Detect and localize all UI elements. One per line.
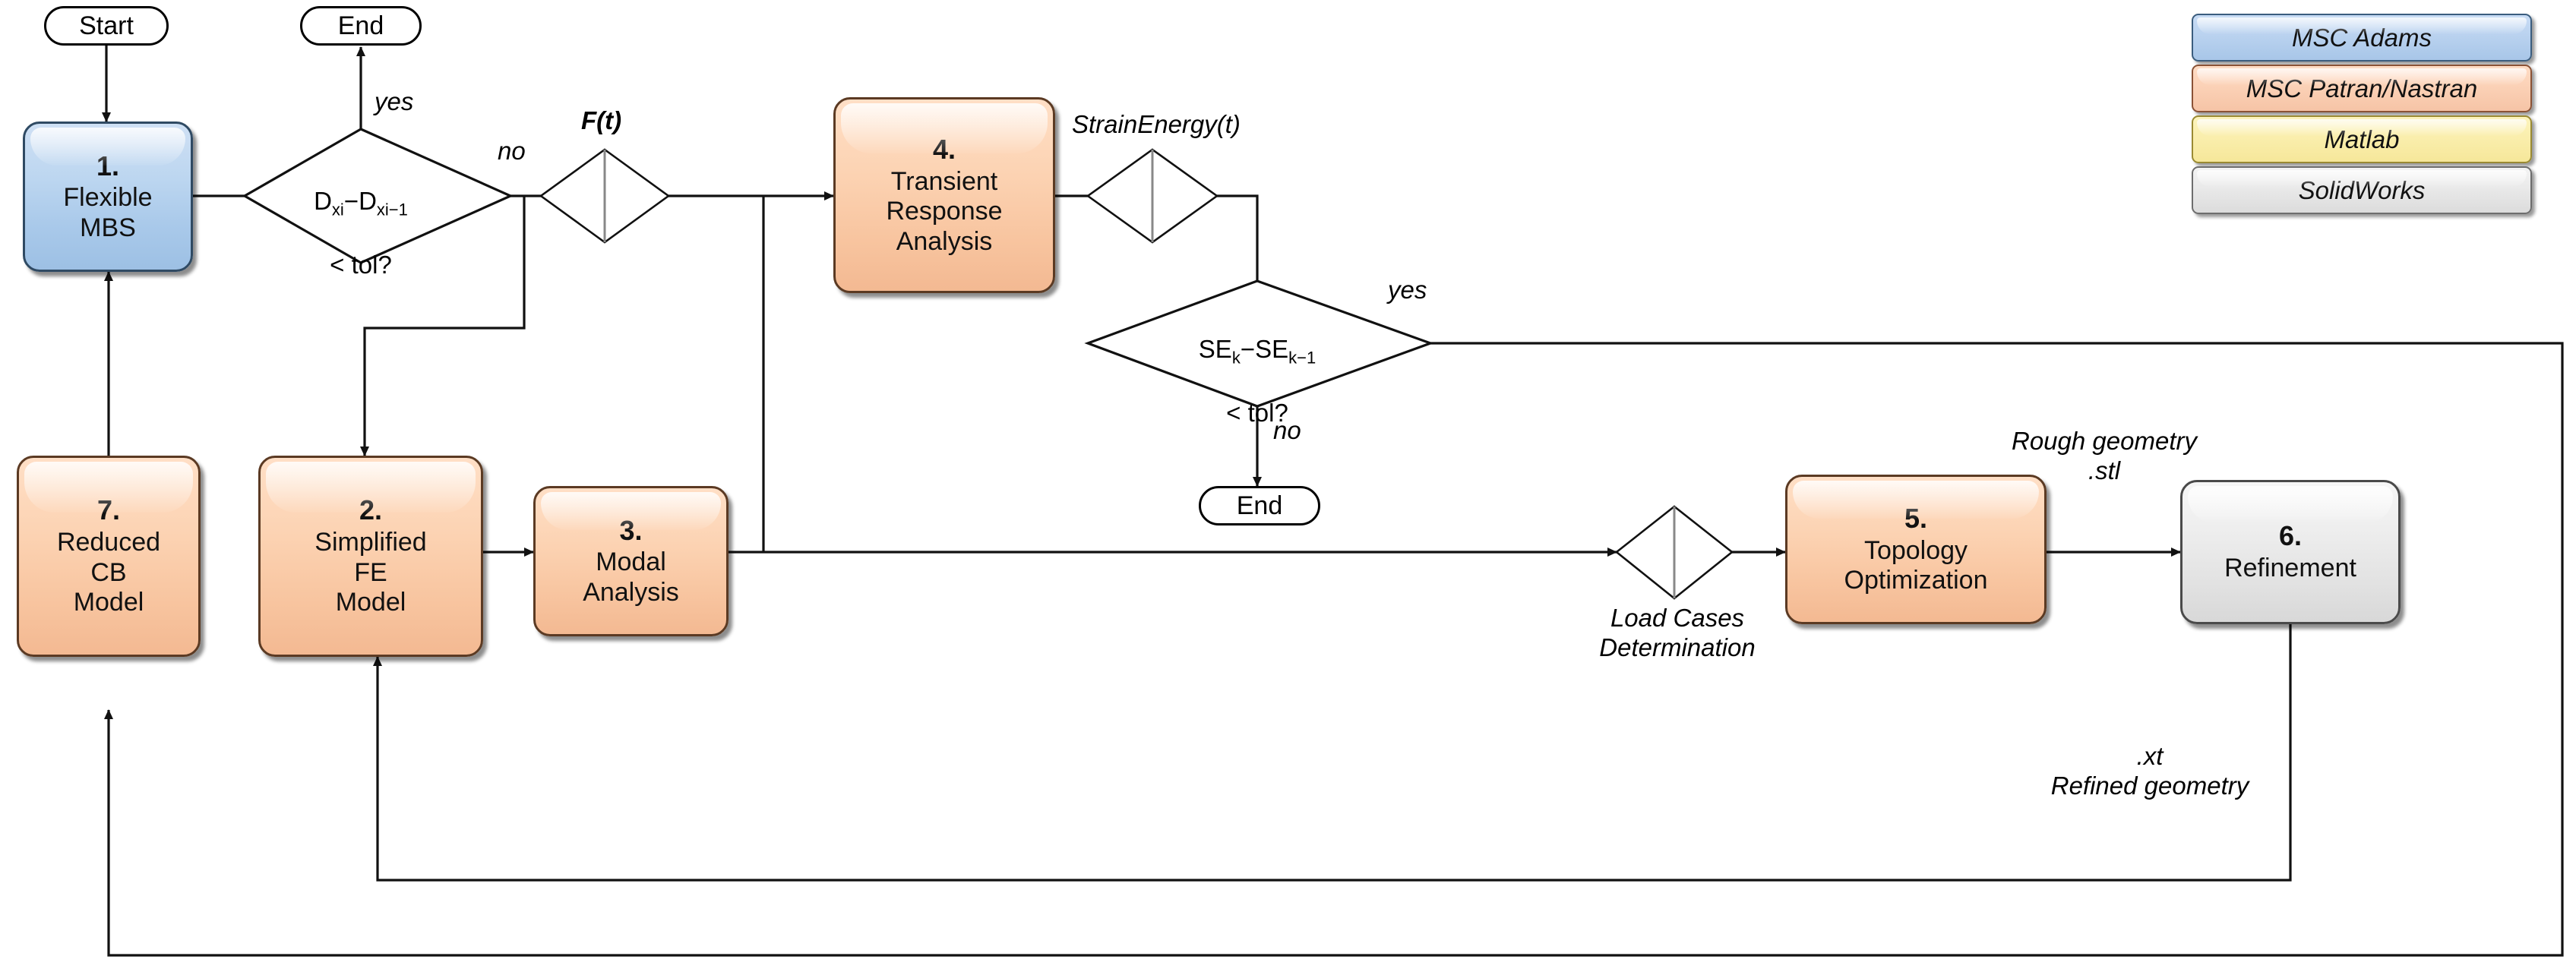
process-node-3-modal-analysis[interactable]: 3. Modal Analysis	[533, 486, 729, 636]
legend-item-msc-patran-nastran[interactable]: MSC Patran/Nastran	[2192, 65, 2532, 112]
legend-item-solidworks[interactable]: SolidWorks	[2192, 166, 2532, 214]
legend-item-msc-adams[interactable]: MSC Adams	[2192, 14, 2532, 62]
node-4-title: Transient Response Analysis	[886, 166, 1003, 256]
decision-2-line-1: SEk−SEk−1	[1198, 334, 1316, 368]
decision-2-text: SEk−SEk−1 < tol?	[1170, 304, 1345, 458]
terminator-end-top-label: End	[337, 11, 384, 40]
node-6-title: Refinement	[2224, 554, 2356, 583]
node-1-number: 1.	[96, 150, 120, 181]
decision-diamond-displacement	[242, 128, 514, 264]
edge-d1-no-to-2	[360, 196, 526, 456]
edge-label-no-displacement: no	[498, 137, 526, 165]
node-4-number: 4.	[932, 133, 956, 165]
edge-label-yes-displacement: yes	[375, 87, 414, 115]
edge-label-yes-strain-energy: yes	[1388, 276, 1427, 304]
process-node-6-refinement[interactable]: 6. Refinement	[2180, 480, 2401, 624]
node-7-title: Reduced CB Model	[56, 528, 161, 617]
node-2-number: 2.	[359, 494, 383, 526]
decision-1-text: Dxi−Dxi−1 < tol?	[273, 156, 448, 310]
edge-label-rough-geometry: Rough geometry .stl	[2012, 427, 2197, 484]
software-legend: MSC Adams MSC Patran/Nastran Matlab Soli…	[2192, 14, 2532, 217]
process-node-2-simplified-fe-model[interactable]: 2. Simplified FE Model	[258, 456, 483, 657]
node-3-title: Modal Analysis	[583, 548, 679, 607]
decision-diamond-strain-energy	[1084, 279, 1434, 408]
edge-strain-to-d2	[1217, 194, 1259, 281]
process-node-7-reduced-cb-model[interactable]: 7. Reduced CB Model	[17, 456, 201, 657]
legend-label-msc-adams: MSC Adams	[2292, 23, 2432, 52]
node-5-title: Topology Optimization	[1844, 535, 1988, 595]
terminator-end-top[interactable]: End	[300, 6, 422, 46]
node-6-number: 6.	[2278, 520, 2303, 552]
edge-6-to-2-loop	[373, 624, 2292, 882]
decision-2-line-2: < tol?	[1226, 399, 1288, 428]
edge-label-no-strain-energy: no	[1273, 416, 1301, 444]
terminator-start-label: Start	[79, 11, 134, 40]
edge-label-strain-energy: StrainEnergy(t)	[1072, 110, 1241, 138]
process-node-5-topology-optimization[interactable]: 5. Topology Optimization	[1785, 475, 2047, 624]
node-7-number: 7.	[96, 494, 121, 526]
edge-label-xt-refined-geometry: .xt Refined geometry	[2050, 742, 2249, 800]
process-node-4-transient-response-analysis[interactable]: 4. Transient Response Analysis	[833, 97, 1055, 293]
node-2-title: Simplified FE Model	[314, 528, 427, 617]
legend-label-msc-patran-nastran: MSC Patran/Nastran	[2246, 74, 2478, 103]
node-3-number: 3.	[619, 514, 643, 546]
decision-1-line-1: Dxi−Dxi−1	[314, 186, 408, 219]
legend-label-matlab: Matlab	[2324, 125, 2400, 153]
decision-1-line-2: < tol?	[330, 251, 392, 279]
edge-d2-yes-loop	[104, 342, 2564, 957]
edge-label-ft: F(t)	[581, 106, 622, 134]
node-5-number: 5.	[1904, 503, 1928, 535]
process-node-1-flexible-mbs[interactable]: 1. Flexible MBS	[23, 122, 193, 272]
legend-label-solidworks: SolidWorks	[2298, 175, 2426, 204]
terminator-start[interactable]: Start	[44, 6, 169, 46]
terminator-end-middle[interactable]: End	[1199, 486, 1320, 525]
terminator-end-middle-label: End	[1236, 491, 1283, 520]
edge-label-load-cases-determination: Load Cases Determination	[1599, 604, 1756, 661]
legend-item-matlab[interactable]: Matlab	[2192, 115, 2532, 163]
node-1-title: Flexible MBS	[63, 183, 153, 242]
